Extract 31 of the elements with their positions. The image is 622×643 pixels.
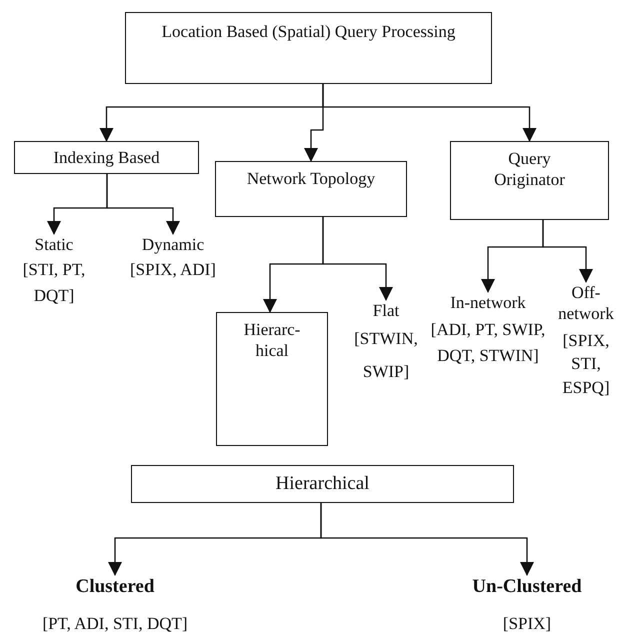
category-label: Network Topology: [246, 168, 376, 190]
category-label: Un-Clustered: [472, 575, 582, 599]
method-list: [SPIX, STI, ESPQ]: [550, 328, 622, 400]
category-box: [131, 465, 514, 503]
arrow: [322, 84, 536, 142]
category-box: [14, 141, 199, 174]
category-label: Clustered: [76, 575, 154, 599]
category-label: Off- network: [557, 282, 615, 324]
category-box: [125, 12, 492, 84]
category-label: Hierarchical: [276, 472, 370, 496]
method-list: [STWIN, SWIP]: [340, 323, 432, 388]
category-label: Flat: [372, 300, 400, 322]
category-label: Hierarc- hical: [242, 319, 302, 362]
method-list: [SPIX]: [502, 610, 552, 636]
method-list: [PT, ADI, STI, DQT]: [42, 610, 188, 636]
category-label: Indexing Based: [53, 147, 160, 168]
category-box: [215, 161, 407, 217]
category-box: [450, 141, 609, 220]
method-list: [SPIX, ADI]: [130, 257, 216, 283]
arrow: [542, 220, 593, 283]
method-list: [STI, PT, DQT]: [8, 257, 100, 308]
category-box: [216, 312, 328, 446]
arrow: [322, 217, 393, 301]
category-label: Location Based (Spatial) Query Processing: [162, 21, 456, 42]
category-label: Dynamic: [142, 234, 204, 256]
method-list: [ADI, PT, SWIP, DQT, STWIN]: [430, 317, 546, 368]
arrow: [320, 503, 534, 576]
category-label: Static: [34, 234, 74, 256]
category-label: Query Originator: [493, 148, 566, 190]
arrow: [106, 174, 180, 235]
category-label: In-network: [450, 292, 526, 314]
